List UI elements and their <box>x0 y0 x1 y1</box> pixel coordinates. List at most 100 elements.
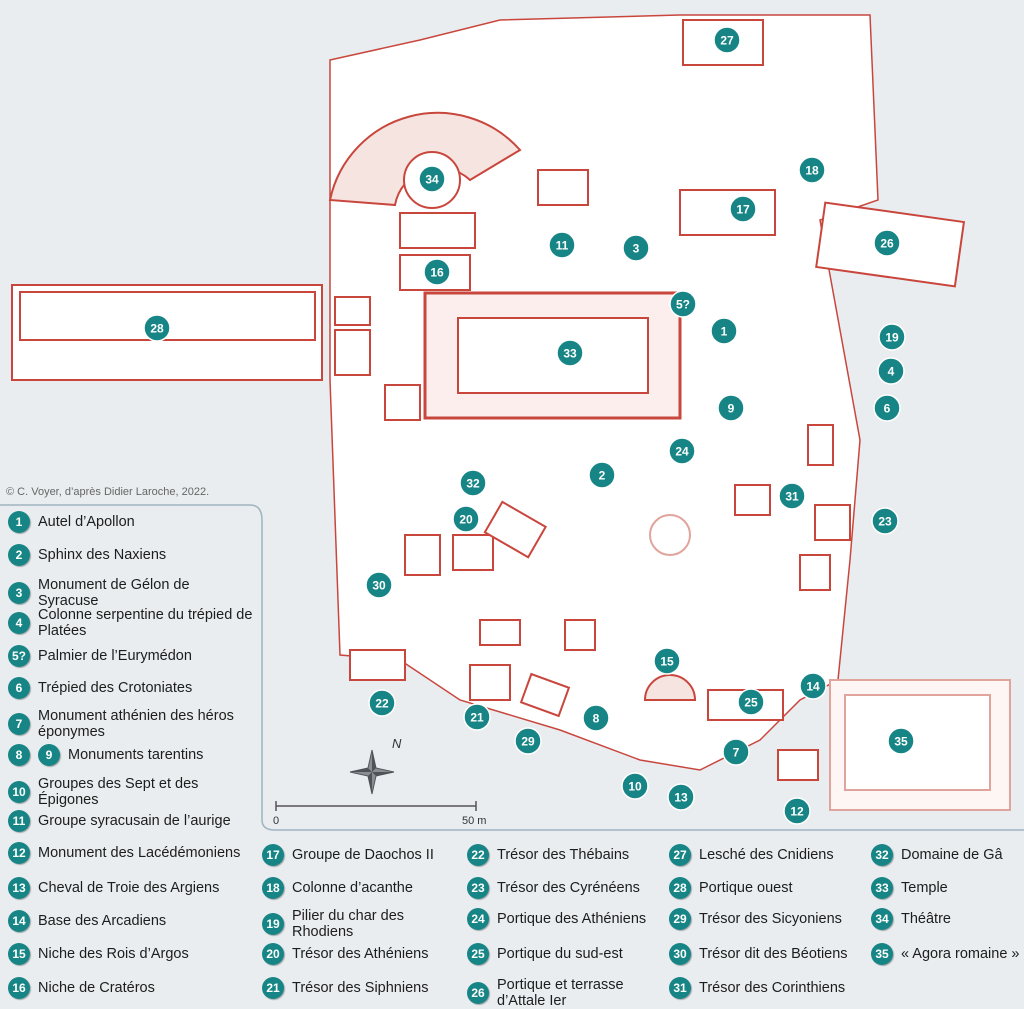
marker-label: 7 <box>733 746 740 760</box>
legend-text: Niche des Rois d’Argos <box>38 946 189 962</box>
legend-item: 35« Agora romaine » <box>871 943 1020 965</box>
marker-label: 33 <box>563 347 577 361</box>
legend-text: Trésor des Siphniens <box>292 980 429 996</box>
map-marker[interactable]: 29 <box>514 727 542 755</box>
legend-number: 5? <box>8 645 30 667</box>
map-marker[interactable]: 21 <box>463 703 491 731</box>
map-marker[interactable]: 15 <box>653 647 681 675</box>
marker-label: 26 <box>880 237 894 251</box>
legend-number: 12 <box>8 842 30 864</box>
legend-text: Portique du sud-est <box>497 946 623 962</box>
map-marker[interactable]: 35 <box>887 727 915 755</box>
marker-circle <box>669 290 697 318</box>
map-marker[interactable]: 7 <box>722 738 750 766</box>
map-marker[interactable]: 24 <box>668 437 696 465</box>
marker-circle <box>887 727 915 755</box>
marker-label: 22 <box>375 697 389 711</box>
map-marker[interactable]: 17 <box>729 195 757 223</box>
map-boundary-line <box>0 504 1024 831</box>
legend-text: Colonne serpentine du trépied de Platées <box>38 607 253 639</box>
map-marker[interactable]: 1 <box>710 317 738 345</box>
map-marker[interactable]: 14 <box>799 672 827 700</box>
map-marker[interactable]: 3 <box>622 234 650 262</box>
map-marker[interactable]: 18 <box>798 156 826 184</box>
map-marker[interactable]: 12 <box>783 797 811 825</box>
marker-label: 4 <box>888 365 895 379</box>
map-marker[interactable]: 8 <box>582 704 610 732</box>
map-marker[interactable]: 4 <box>877 357 905 385</box>
legend-text: Lesché des Cnidiens <box>699 847 834 863</box>
legend-text: Base des Arcadiens <box>38 913 167 929</box>
legend-text: « Agora romaine » <box>901 946 1020 962</box>
marker-circle <box>729 195 757 223</box>
legend-number: 14 <box>8 910 30 932</box>
map-marker[interactable]: 26 <box>873 229 901 257</box>
legend-text: Monument de Gélon de Syracuse <box>38 577 190 609</box>
legend-text: Monuments tarentins <box>68 747 204 763</box>
marker-label: 21 <box>470 711 484 725</box>
map-marker[interactable]: 27 <box>713 26 741 54</box>
marker-label: 23 <box>878 515 892 529</box>
marker-circle <box>737 688 765 716</box>
map-marker[interactable]: 33 <box>556 339 584 367</box>
map-marker[interactable]: 30 <box>365 571 393 599</box>
legend-number: 29 <box>669 908 691 930</box>
legend-text: Domaine de Gâ <box>901 847 1003 863</box>
legend-text: Palmier de l’Eurymédon <box>38 648 192 664</box>
marker-label: 3 <box>633 242 640 256</box>
legend-text: Pilier du char des Rhodiens <box>292 908 405 940</box>
map-marker[interactable]: 20 <box>452 505 480 533</box>
marker-label: 9 <box>728 402 735 416</box>
marker-label: 14 <box>806 680 820 694</box>
map-marker[interactable]: 2 <box>588 461 616 489</box>
legend-number: 10 <box>8 781 30 803</box>
marker-label: 18 <box>805 164 819 178</box>
legend-number: 19 <box>262 913 284 935</box>
marker-label: 24 <box>675 445 689 459</box>
legend-text: Niche de Cratéros <box>38 980 155 996</box>
legend-text: Autel d’Apollon <box>38 514 135 530</box>
legend-number: 30 <box>669 943 691 965</box>
legend-number: 34 <box>871 908 893 930</box>
map-marker[interactable]: 19 <box>878 323 906 351</box>
map-marker[interactable]: 25 <box>737 688 765 716</box>
map-marker[interactable]: 10 <box>621 772 649 800</box>
marker-circle <box>653 647 681 675</box>
map-marker[interactable]: 11 <box>548 231 576 259</box>
marker-circle <box>582 704 610 732</box>
marker-label: 1 <box>721 325 728 339</box>
marker-label: 28 <box>150 322 164 336</box>
map-marker[interactable]: 32 <box>459 469 487 497</box>
map-marker[interactable]: 23 <box>871 507 899 535</box>
map-marker[interactable]: 16 <box>423 258 451 286</box>
compass-north-label: N <box>392 736 402 751</box>
marker-circle <box>459 469 487 497</box>
legend-number: 32 <box>871 844 893 866</box>
legend-item: 5? Palmier de l’Eurymédon <box>8 645 192 667</box>
map-marker[interactable]: 31 <box>778 482 806 510</box>
map-marker[interactable]: 9 <box>717 394 745 422</box>
marker-circle <box>668 437 696 465</box>
marker-circle <box>783 797 811 825</box>
legend-number: 8 <box>8 744 30 766</box>
legend-text: Portique et terrasse d’Attale Ier <box>497 977 624 1009</box>
map-marker[interactable]: 28 <box>143 314 171 342</box>
marker-circle <box>667 783 695 811</box>
map-marker[interactable]: 34 <box>418 165 446 193</box>
map-marker[interactable]: 13 <box>667 783 695 811</box>
map-marker[interactable]: 6 <box>873 394 901 422</box>
legend-text: Théâtre <box>901 911 951 927</box>
legend-text: Cheval de Troie des Argiens <box>38 880 220 896</box>
map-marker[interactable]: 5? <box>669 290 697 318</box>
legend-text: Temple <box>901 880 948 896</box>
legend-number: 4 <box>8 612 30 634</box>
map-marker[interactable]: 22 <box>368 689 396 717</box>
